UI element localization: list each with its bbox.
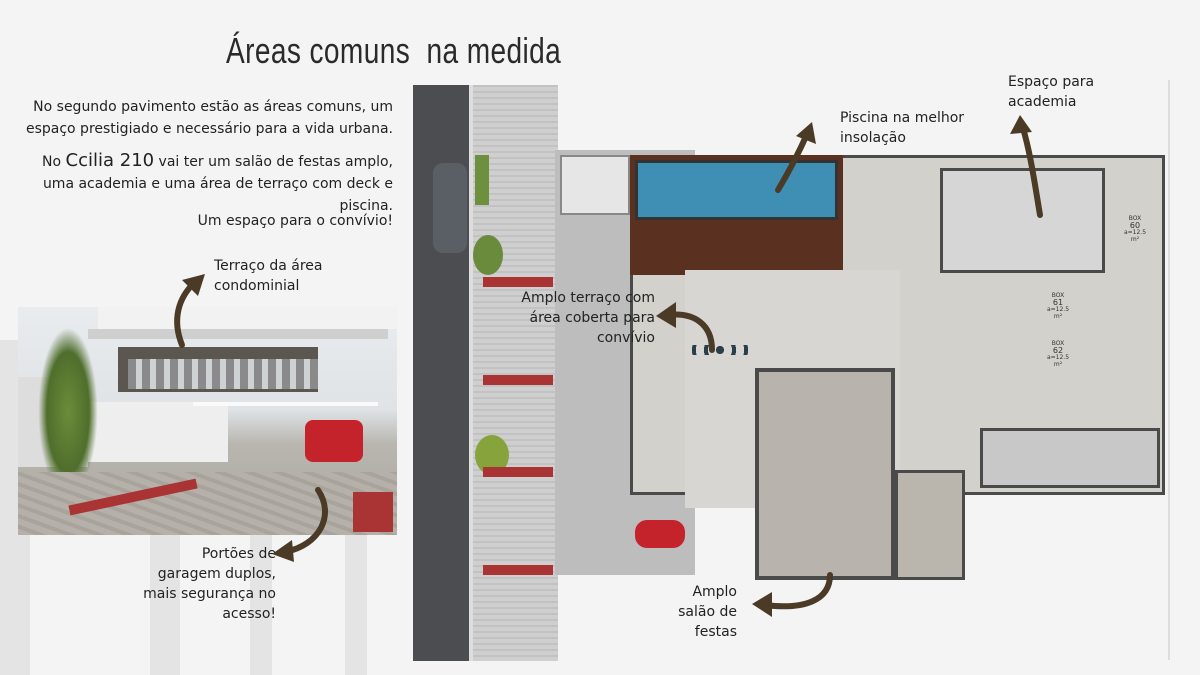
tree xyxy=(38,327,98,497)
parking-box-62: BOX 62 a=12.5 m² xyxy=(1043,340,1073,368)
box-number: 60 xyxy=(1129,221,1141,230)
party-hall xyxy=(755,368,895,580)
red-car xyxy=(635,520,685,548)
callout-salao: Amplo salão de festas xyxy=(678,584,737,640)
page-title: Áreas comuns na medida xyxy=(226,30,562,71)
callout-terraco-coberto: Amplo terraço com área coberta para conv… xyxy=(521,290,655,346)
street-aerial xyxy=(413,85,558,661)
intro-text: vai ter um salão de festas amplo, uma ac… xyxy=(42,154,393,214)
box-label: BOX xyxy=(1051,340,1065,347)
car xyxy=(433,163,467,253)
floor-plan: BOX 60 a=12.5 m² BOX 61 a=12.5 m² BOX 62… xyxy=(555,150,1167,582)
brand-name: Ccilia 210 xyxy=(65,150,155,171)
background-stripe xyxy=(150,535,180,675)
box-number: 62 xyxy=(1052,346,1064,355)
box-label: BOX xyxy=(1051,292,1065,299)
intro-paragraph-1: No segundo pavimento estão as áreas comu… xyxy=(25,99,393,137)
box-number: 61 xyxy=(1052,298,1064,307)
red-car xyxy=(305,420,363,462)
arrow-icon xyxy=(282,487,328,555)
parking-box-60: BOX 60 a=12.5 m² xyxy=(1120,215,1150,243)
arrow-icon xyxy=(762,572,833,610)
arrow-icon xyxy=(775,129,811,193)
intro-paragraph-2: No Ccilia 210 vai ter um salão de festas… xyxy=(13,150,393,217)
box-area: a=12.5 m² xyxy=(1123,229,1147,243)
gym-room xyxy=(940,168,1105,273)
box-area: a=12.5 m² xyxy=(1046,306,1070,320)
parking-box-61: BOX 61 a=12.5 m² xyxy=(1043,292,1073,320)
background-stripe xyxy=(345,535,367,675)
building-render-photo xyxy=(18,307,397,535)
pool xyxy=(635,160,838,220)
intro-paragraph-3: Um espaço para o convívio! xyxy=(197,213,393,229)
background-stripe xyxy=(1168,80,1170,660)
background-stripe xyxy=(250,535,272,675)
callout-academia: Espaço para academia xyxy=(1008,74,1095,110)
callout-piscina: Piscina na melhor insolação xyxy=(840,110,965,146)
callout-terraco: Terraço da área condominial xyxy=(214,258,323,294)
intro-text: No xyxy=(42,154,66,170)
arrow-icon xyxy=(174,279,198,348)
box-label: BOX xyxy=(1128,215,1142,222)
box-area: a=12.5 m² xyxy=(1046,354,1070,368)
callout-portoes: Portões de garagem duplos, mais seguranç… xyxy=(143,546,276,622)
arrow-icon xyxy=(1019,122,1043,218)
